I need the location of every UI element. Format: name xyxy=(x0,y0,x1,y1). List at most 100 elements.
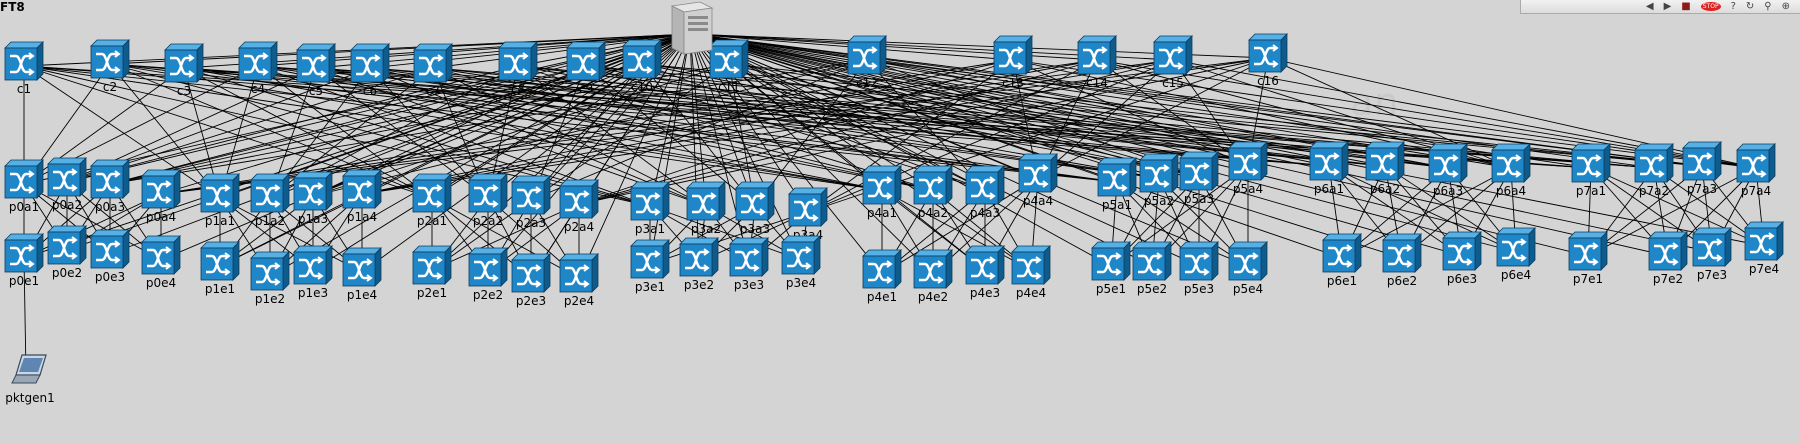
edge-switch-p1e3[interactable]: p1e3 xyxy=(278,244,348,324)
aggr-switch-p5a2[interactable]: p5a2 xyxy=(1124,152,1194,232)
edge-switch-p1e4[interactable]: p1e4 xyxy=(327,246,397,326)
controller-server-icon[interactable] xyxy=(660,0,720,60)
switch-label: p5a2 xyxy=(1143,194,1175,208)
edge-switch-p3e4[interactable]: p3e4 xyxy=(766,234,836,314)
core-switch-c2[interactable]: c2 xyxy=(75,38,145,118)
forward-icon[interactable]: ▶ xyxy=(1663,1,1672,12)
aggr-switch-p5a4[interactable]: p5a4 xyxy=(1213,140,1283,220)
aggr-switch-p6a3[interactable]: p6a3 xyxy=(1413,142,1483,222)
edge-switch-p0e1[interactable]: p0e1 xyxy=(0,232,59,312)
edge-switch-p7e4[interactable]: p7e4 xyxy=(1729,220,1799,300)
aggr-switch-p2a3[interactable]: p2a3 xyxy=(496,174,566,254)
edge-switch-p7e1[interactable]: p7e1 xyxy=(1553,230,1623,310)
aggr-switch-p1a1[interactable]: p1a1 xyxy=(185,172,255,252)
core-switch-c9[interactable]: c9 xyxy=(551,40,621,120)
aggr-switch-p4a4[interactable]: p4a4 xyxy=(1003,152,1073,232)
aggr-switch-p4a3[interactable]: p4a3 xyxy=(950,164,1020,244)
aggr-switch-p4a1[interactable]: p4a1 xyxy=(847,164,917,244)
record-icon[interactable]: ■ xyxy=(1681,1,1691,12)
edge-switch-p2e1[interactable]: p2e1 xyxy=(397,244,467,324)
edge-switch-p3e1[interactable]: p3e1 xyxy=(615,238,685,318)
edge-switch-p6e2[interactable]: p6e2 xyxy=(1367,232,1437,312)
aggr-switch-p1a4[interactable]: p1a4 xyxy=(327,168,397,248)
core-switch-c1[interactable]: c1 xyxy=(0,40,59,120)
switch-label: p0e1 xyxy=(8,274,40,288)
refresh-icon[interactable]: ↻ xyxy=(1745,1,1755,12)
edge-switch-p5e3[interactable]: p5e3 xyxy=(1164,240,1234,320)
edge-switch-p4e4[interactable]: p4e4 xyxy=(996,244,1066,324)
aggr-switch-p7a1[interactable]: p7a1 xyxy=(1556,142,1626,222)
core-switch-c4[interactable]: c4 xyxy=(223,40,293,120)
switch-icon xyxy=(413,43,453,83)
edge-switch-p6e3[interactable]: p6e3 xyxy=(1427,230,1497,310)
edge-switch-p1e2[interactable]: p1e2 xyxy=(235,250,305,330)
core-switch-c10[interactable]: c10 xyxy=(607,38,677,118)
host-pktgen1[interactable]: pktgen1 xyxy=(0,353,65,413)
edge-switch-p4e1[interactable]: p4e1 xyxy=(847,248,917,328)
edge-switch-p2e4[interactable]: p2e4 xyxy=(544,252,614,332)
aggr-switch-p1a2[interactable]: p1a2 xyxy=(235,172,305,252)
aggr-switch-p0a4[interactable]: p0a4 xyxy=(126,168,196,248)
edge-switch-p4e3[interactable]: p4e3 xyxy=(950,244,1020,324)
edge-switch-p5e1[interactable]: p5e1 xyxy=(1076,240,1146,320)
core-aggr-link xyxy=(109,63,883,191)
search-icon[interactable]: ⚲ xyxy=(1764,1,1772,12)
switch-icon xyxy=(847,35,887,75)
core-switch-c15[interactable]: c15 xyxy=(1138,34,1208,114)
zoom-icon[interactable]: ⊕ xyxy=(1781,1,1790,12)
edge-switch-p7e2[interactable]: p7e2 xyxy=(1633,230,1703,310)
aggr-switch-p1a3[interactable]: p1a3 xyxy=(278,170,348,250)
edge-switch-p0e2[interactable]: p0e2 xyxy=(32,224,102,304)
edge-switch-p6e1[interactable]: p6e1 xyxy=(1307,232,1377,312)
aggr-switch-p5a1[interactable]: p5a1 xyxy=(1082,156,1152,236)
core-switch-c7[interactable]: c7 xyxy=(398,42,468,122)
edge-switch-p5e2[interactable]: p5e2 xyxy=(1117,240,1187,320)
aggr-switch-p5a3[interactable]: p5a3 xyxy=(1164,150,1234,230)
aggr-switch-p0a2[interactable]: p0a2 xyxy=(32,156,102,236)
stop-icon[interactable]: STOP xyxy=(1700,2,1721,11)
edge-switch-p0e4[interactable]: p0e4 xyxy=(126,234,196,314)
edge-switch-p5e4[interactable]: p5e4 xyxy=(1213,240,1283,320)
aggr-switch-p6a1[interactable]: p6a1 xyxy=(1294,140,1364,220)
edge-switch-p4e2[interactable]: p4e2 xyxy=(898,248,968,328)
core-switch-c14[interactable]: c14 xyxy=(1062,34,1132,114)
edge-switch-p7e3[interactable]: p7e3 xyxy=(1677,226,1747,306)
core-switch-c13[interactable]: c13 xyxy=(978,34,1048,114)
aggr-switch-p7a4[interactable]: p7a4 xyxy=(1721,142,1791,222)
core-switch-c6[interactable]: c6 xyxy=(335,42,405,122)
help-icon[interactable]: ? xyxy=(1730,1,1736,12)
edge-switch-p2e3[interactable]: p2e3 xyxy=(496,252,566,332)
switch-label: c14 xyxy=(1086,76,1108,90)
switch-icon xyxy=(1634,143,1674,183)
switch-label: p6e3 xyxy=(1446,272,1478,286)
core-switch-c12[interactable]: c12 xyxy=(832,34,902,114)
aggr-switch-p6a2[interactable]: p6a2 xyxy=(1350,140,1420,220)
back-icon[interactable]: ◀ xyxy=(1645,1,1654,12)
edge-switch-p0e3[interactable]: p0e3 xyxy=(75,228,145,308)
aggr-switch-p7a3[interactable]: p7a3 xyxy=(1667,140,1737,220)
core-switch-c5[interactable]: c5 xyxy=(281,42,351,122)
core-aggr-link xyxy=(517,65,707,207)
aggr-switch-p3a2[interactable]: p3a2 xyxy=(671,180,741,260)
aggr-switch-p7a2[interactable]: p7a2 xyxy=(1619,142,1689,222)
switch-label: p5e1 xyxy=(1095,282,1127,296)
aggr-switch-p6a4[interactable]: p6a4 xyxy=(1476,142,1546,222)
aggr-switch-p4a2[interactable]: p4a2 xyxy=(898,164,968,244)
aggr-switch-p3a3[interactable]: p3a3 xyxy=(720,180,790,260)
aggr-switch-p0a3[interactable]: p0a3 xyxy=(75,158,145,238)
core-switch-c8[interactable]: c8 xyxy=(483,40,553,120)
edge-switch-p6e4[interactable]: p6e4 xyxy=(1481,226,1551,306)
edge-switch-p3e2[interactable]: p3e2 xyxy=(664,236,734,316)
aggr-switch-p0a1[interactable]: p0a1 xyxy=(0,158,59,238)
core-switch-c3[interactable]: c3 xyxy=(149,42,219,122)
aggr-switch-p2a1[interactable]: p2a1 xyxy=(397,172,467,252)
switch-label: p1e3 xyxy=(297,286,329,300)
aggr-switch-p2a2[interactable]: p2a2 xyxy=(453,172,523,252)
edge-switch-p3e3[interactable]: p3e3 xyxy=(714,236,784,316)
aggr-switch-p3a1[interactable]: p3a1 xyxy=(615,180,685,260)
edge-switch-p1e1[interactable]: p1e1 xyxy=(185,240,255,320)
core-switch-c16[interactable]: c16 xyxy=(1233,32,1303,112)
aggr-switch-p2a4[interactable]: p2a4 xyxy=(544,178,614,258)
edge-switch-p2e2[interactable]: p2e2 xyxy=(453,246,523,326)
core-switch-c11[interactable]: c11 xyxy=(694,38,764,118)
